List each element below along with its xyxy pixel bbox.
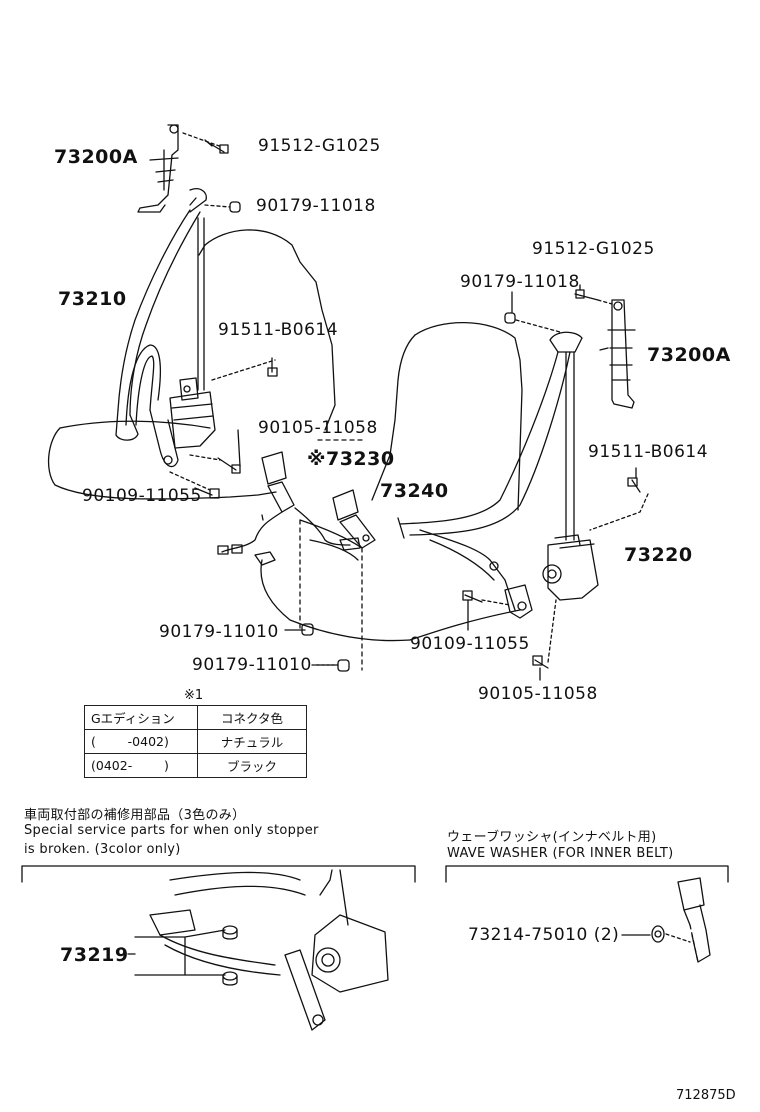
- washer-bracket: [445, 865, 729, 883]
- label-90179-11018-right: 90179-11018: [460, 272, 580, 292]
- shoulder-belt-left: [115, 188, 207, 441]
- service-bracket: [21, 865, 416, 883]
- leader-90109-left: [169, 471, 211, 491]
- table-row: (0402- ) ブラック: [84, 753, 307, 778]
- service-note-jp: 車両取付部の補修用部品（3色のみ）: [24, 808, 246, 823]
- label-91512-left: 91512-G1025: [258, 136, 381, 156]
- table-row: ( -0402) ナチュラル: [84, 729, 307, 754]
- label-90105-left: 90105-11058: [258, 418, 378, 438]
- label-90109-left: 90109-11055: [82, 486, 202, 506]
- service-part-drawing: [127, 869, 389, 1031]
- washer-note-jp: ウェーブワッシャ(インナベルト用): [447, 830, 657, 845]
- footnote-mark: ※1: [184, 688, 204, 703]
- washer-90179-11010-a: [301, 623, 314, 636]
- label-73230: ※73230: [307, 448, 395, 470]
- leader-91512-left: [182, 132, 223, 148]
- leader-91511-left: [211, 359, 276, 381]
- label-73220: 73220: [624, 544, 693, 566]
- leader-91512-right-2: [597, 299, 613, 305]
- leader-washer-left: [204, 204, 231, 208]
- label-73200A-right: 73200A: [647, 344, 731, 366]
- row2-color: ブラック: [197, 753, 307, 778]
- washer-note-en: WAVE WASHER (FOR INNER BELT): [447, 846, 674, 861]
- label-90179-11010-a: 90179-11010: [159, 622, 279, 642]
- leader-lap-right: [409, 609, 521, 641]
- shoulder-belt-right: [397, 331, 583, 541]
- bolt-90109-left: [194, 487, 220, 499]
- leader-90105-left: [237, 429, 241, 467]
- lap-belt-left: [125, 344, 179, 468]
- label-73214-75010: 73214-75010 (2): [468, 925, 620, 945]
- label-90179-11018-left: 90179-11018: [256, 196, 376, 216]
- label-73210: 73210: [58, 288, 127, 310]
- label-90109-right: 90109-11055: [410, 634, 530, 654]
- label-91512-right: 91512-G1025: [532, 239, 655, 259]
- washer-90179-11018-right: [504, 312, 516, 324]
- bolt-90109-right: [462, 590, 483, 603]
- leader-90105-right-2: [547, 599, 557, 663]
- label-91511-right: 91511-B0614: [588, 442, 709, 462]
- shoulder-adjuster-left: [137, 124, 179, 213]
- label-73200A-left: 73200A: [54, 146, 138, 168]
- connector-color-table: Gエディション コネクタ色 ( -0402) ナチュラル (0402- ) ブラ…: [84, 705, 307, 778]
- leader-91511-right: [589, 493, 649, 531]
- label-90105-right: 90105-11058: [478, 684, 598, 704]
- washer-90179-11010-b: [337, 659, 350, 672]
- retractor-left: [169, 377, 216, 449]
- bolt-91511-right: [627, 477, 641, 493]
- shoulder-adjuster-right: [599, 299, 636, 409]
- service-note-en-1: Special service parts for when only stop…: [24, 823, 319, 838]
- header-connector-color: コネクタ色: [197, 705, 307, 730]
- label-91511-left: 91511-B0614: [218, 320, 339, 340]
- row1-grade: ( -0402): [84, 729, 198, 754]
- lap-belt-right: [419, 529, 533, 619]
- service-note-en-2: is broken. (3color only): [24, 842, 181, 857]
- label-73219: 73219: [60, 944, 129, 966]
- leader-90105-left-2: [189, 454, 221, 461]
- table-header-row: Gエディション コネクタ色: [84, 705, 307, 730]
- bolt-90105-left: [217, 457, 241, 474]
- leader-washer-right-2: [515, 319, 561, 333]
- row2-grade: (0402- ): [84, 753, 198, 778]
- buckle-73240: [299, 489, 376, 561]
- buckle-73230: [217, 451, 361, 566]
- row1-color: ナチュラル: [197, 729, 307, 754]
- header-grade: Gエディション: [84, 705, 198, 730]
- wave-washer-drawing: [621, 877, 711, 963]
- label-73240: 73240: [380, 480, 449, 502]
- left-seat-outline: [47, 229, 336, 521]
- bolt-90105-right: [532, 655, 549, 669]
- leader-90109-right-2: [481, 599, 511, 606]
- label-90179-11010-b: 90179-11010: [192, 655, 312, 675]
- retractor-right: [542, 534, 599, 601]
- washer-90179-11018-left: [229, 201, 241, 213]
- diagram-code: 712875D: [676, 1088, 736, 1103]
- right-seat-outline: [260, 321, 523, 642]
